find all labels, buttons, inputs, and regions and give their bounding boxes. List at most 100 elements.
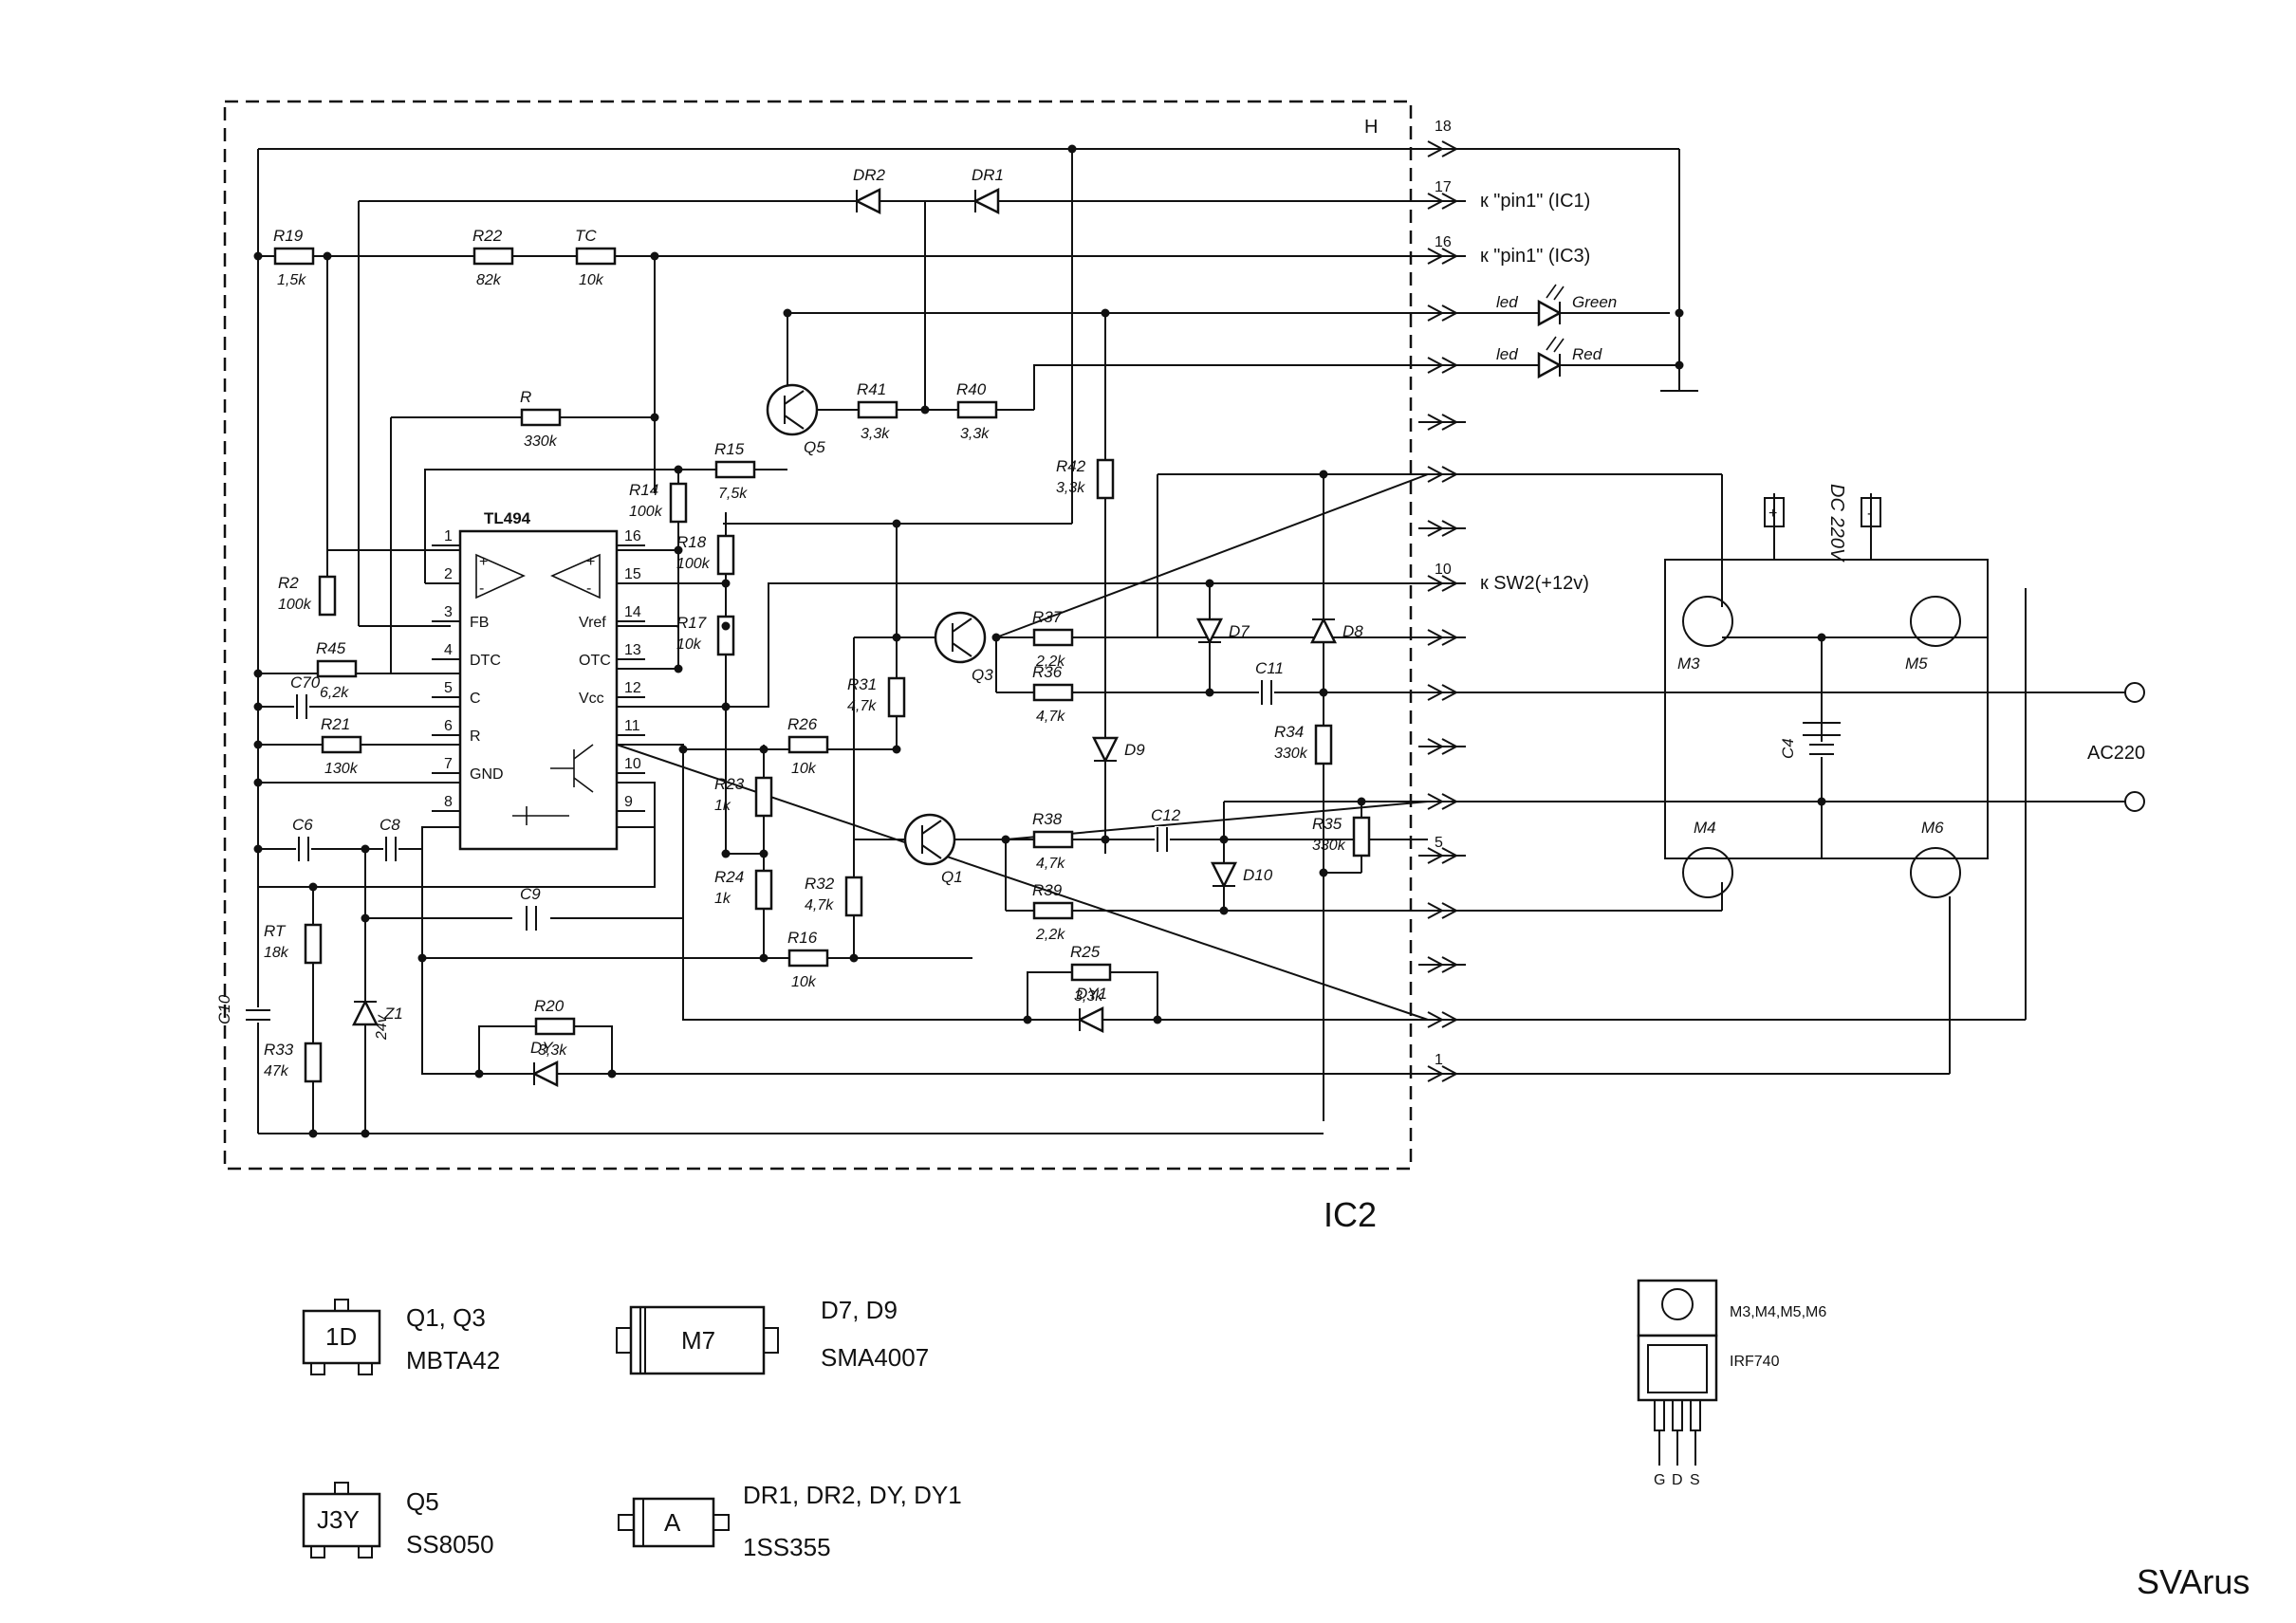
capacitor-c9: C9 — [520, 885, 541, 931]
diode-ref: D7 — [1229, 622, 1250, 640]
diode-dy1: DY1 — [1076, 985, 1107, 1034]
diode-ref: D9 — [1124, 741, 1145, 759]
pin-g-label: G — [1654, 1472, 1665, 1488]
pin-s-label: S — [1690, 1472, 1700, 1488]
junction-dot — [1001, 835, 1010, 844]
ic-name: TL494 — [484, 509, 531, 527]
resistor-ref: R2 — [278, 574, 299, 592]
junction-dot — [1153, 1015, 1162, 1024]
resistor-value: 3,3k — [1074, 988, 1103, 1005]
junction-dot — [650, 251, 659, 261]
capacitor-c11: C11 — [1255, 659, 1284, 706]
resistor-ref: R19 — [273, 227, 304, 245]
capacitor-ref: C11 — [1255, 659, 1284, 677]
diode-d8: D8 — [1309, 617, 1363, 644]
junction-dot — [674, 664, 683, 673]
resistor-ref: R16 — [787, 929, 818, 947]
ic-pin-number: 6 — [444, 718, 453, 734]
resistor-value: 1,5k — [277, 272, 306, 288]
connector-arrow — [1418, 520, 1466, 537]
junction-dot — [323, 251, 332, 261]
connector-arrows — [1418, 140, 1466, 1082]
mosfet-legend-parts: M3,M4,M5,M6 — [1730, 1304, 1826, 1320]
ic-pin-9: 9 — [617, 794, 645, 812]
led-color: Red — [1572, 345, 1602, 363]
connector-arrow — [1418, 304, 1466, 322]
resistor-ref: R14 — [629, 481, 658, 499]
pin-16-label: 16 — [1435, 234, 1452, 250]
led-ref: led — [1496, 345, 1518, 363]
junction-dot — [1219, 835, 1229, 844]
legend-marking-m7: M7 — [681, 1326, 715, 1355]
resistor-value: 7,5k — [718, 486, 748, 502]
pin-17-label: 17 — [1435, 179, 1452, 195]
resistor-value: 10k — [791, 761, 817, 777]
ic-pin-number: 13 — [624, 642, 641, 658]
ic-pin-number: 2 — [444, 566, 453, 582]
legend-marking-a: A — [664, 1508, 681, 1537]
junction-dot — [678, 745, 688, 754]
junction-dot — [607, 1069, 617, 1079]
junction-dot — [892, 745, 901, 754]
net-10-label: к SW2(+12v) — [1480, 573, 1589, 594]
diode-ref: D10 — [1243, 866, 1273, 884]
junction-dot — [1675, 360, 1684, 370]
capacitor-ref: C6 — [292, 816, 313, 834]
resistor-value: 330k — [524, 433, 558, 450]
capacitor-ref: C70 — [290, 673, 321, 692]
junction-dot — [308, 882, 318, 892]
connector-arrow — [1418, 956, 1466, 973]
junction-dot — [721, 579, 731, 588]
diode-ref: DY1 — [1076, 985, 1107, 1003]
ic-pin-number: 3 — [444, 604, 453, 620]
junction-dot — [1205, 579, 1214, 588]
package-legend: 1D Q1, Q3 MBTA42 M7 D7, D9 SMA4007 J3Y Q… — [302, 1296, 962, 1561]
diode-dy: DY — [530, 1039, 559, 1088]
ic-pin-number: 7 — [444, 756, 453, 772]
resistor-ref: R33 — [264, 1041, 294, 1059]
legend-marking-1d: 1D — [325, 1322, 357, 1351]
legend-parts-d7d9: D7, D9 — [821, 1296, 898, 1324]
diode-dr2: DR2 — [853, 166, 886, 215]
resistor-ref: R22 — [472, 227, 503, 245]
transistor-q5: Q5 — [766, 383, 825, 456]
resistor-ref: R25 — [1070, 943, 1101, 961]
tl494-chip: TL494 +- +- — [458, 509, 619, 851]
diode-ref: Z1 — [383, 1005, 403, 1023]
dc-minus-label: - — [1867, 506, 1872, 522]
ic-pin-number: 10 — [624, 756, 641, 772]
block-name: IC2 — [1324, 1195, 1377, 1234]
resistor-ref: R26 — [787, 715, 818, 733]
capacitor-c8: C8 — [380, 816, 400, 862]
resistor-value: 330k — [1312, 838, 1346, 854]
ic-pin-number: 15 — [624, 566, 641, 582]
junction-dot — [1023, 1015, 1032, 1024]
resistor-ref: R45 — [316, 639, 346, 657]
dc-label: DC 220V — [1826, 484, 1847, 563]
diode-value: 24v — [374, 1014, 390, 1041]
junction-dot — [361, 844, 370, 854]
diode-d7: D7 — [1195, 618, 1250, 645]
connector-arrow — [1418, 357, 1466, 374]
resistor-ref: R38 — [1032, 810, 1063, 828]
ic-pin-2: 2 — [432, 566, 460, 584]
mosfet-ref-m3: M3 — [1677, 655, 1700, 673]
ic-pin-number: 8 — [444, 794, 453, 810]
junction-dot — [253, 778, 263, 787]
ic-pin-name: Vref — [579, 615, 606, 631]
junction-dot — [1205, 688, 1214, 697]
ic-pin-8: 8 — [432, 794, 460, 812]
capacitor-c10: C10 — [215, 994, 271, 1024]
